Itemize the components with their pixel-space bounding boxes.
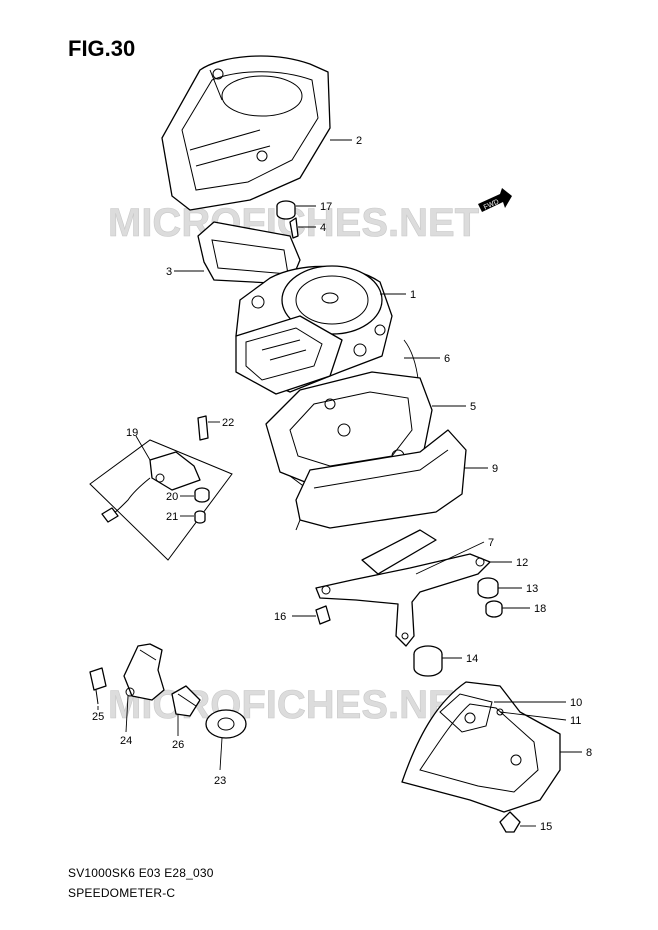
callout-20: 20 (166, 491, 178, 503)
part-washer-23 (205, 709, 247, 739)
fwd-label: FWD (483, 198, 500, 211)
callout-19: 19 (126, 427, 138, 439)
part-meter-cover (161, 55, 331, 211)
part-grommet-20 (194, 487, 210, 503)
part-grommet-17 (276, 200, 296, 220)
callout-21: 21 (166, 511, 178, 523)
part-bolt-25 (89, 667, 107, 705)
part-screw-4 (289, 217, 299, 239)
part-collar-21 (194, 510, 206, 524)
callout-16: 16 (274, 611, 286, 623)
part-speedometer-assembly (235, 265, 393, 395)
callout-13: 13 (526, 583, 538, 595)
section-name: SPEEDOMETER-C (68, 886, 176, 900)
callout-26: 26 (172, 739, 184, 751)
part-bolt-22 (197, 415, 209, 441)
callout-9: 9 (492, 463, 498, 475)
callout-1: 1 (410, 289, 416, 301)
part-bolt-16 (315, 605, 331, 625)
callout-17: 17 (320, 201, 332, 213)
callout-8: 8 (586, 747, 592, 759)
callout-15: 15 (540, 821, 552, 833)
callout-5: 5 (470, 401, 476, 413)
fwd-arrow-icon: FWD (478, 188, 512, 212)
part-sensor-assembly-box (89, 439, 233, 561)
callout-11: 11 (570, 715, 581, 727)
callout-22: 22 (222, 417, 234, 429)
callout-6: 6 (444, 353, 450, 365)
leader-lines (97, 139, 582, 827)
figure-title: FIG.30 (68, 36, 136, 61)
callout-10: 10 (570, 697, 582, 709)
part-gear-26 (171, 685, 201, 717)
callout-14: 14 (466, 653, 478, 665)
callout-3: 3 (166, 266, 172, 278)
callout-12: 12 (516, 557, 528, 569)
callout-7: 7 (488, 537, 494, 549)
part-speed-sensor-24 (123, 643, 165, 701)
part-grommet-13 (477, 577, 499, 599)
watermark-bottom: MICROFICHES.NET (108, 683, 479, 727)
callout-4: 4 (320, 222, 326, 234)
callout-23: 23 (214, 775, 226, 787)
part-clip-15 (499, 811, 521, 833)
model-code: SV1000SK6 E03 E28_030 (68, 866, 214, 880)
callout-2: 2 (356, 135, 362, 147)
callout-25: 25 (92, 711, 104, 723)
part-back-cover (295, 429, 467, 531)
part-cushion-14 (413, 645, 443, 677)
callout-labels: 2 17 4 3 1 6 5 9 7 12 13 18 14 16 10 11 … (92, 135, 592, 833)
callout-24: 24 (120, 735, 132, 747)
part-collar-18 (485, 600, 503, 618)
callout-18: 18 (534, 603, 546, 615)
part-main-bracket-12 (315, 553, 491, 647)
